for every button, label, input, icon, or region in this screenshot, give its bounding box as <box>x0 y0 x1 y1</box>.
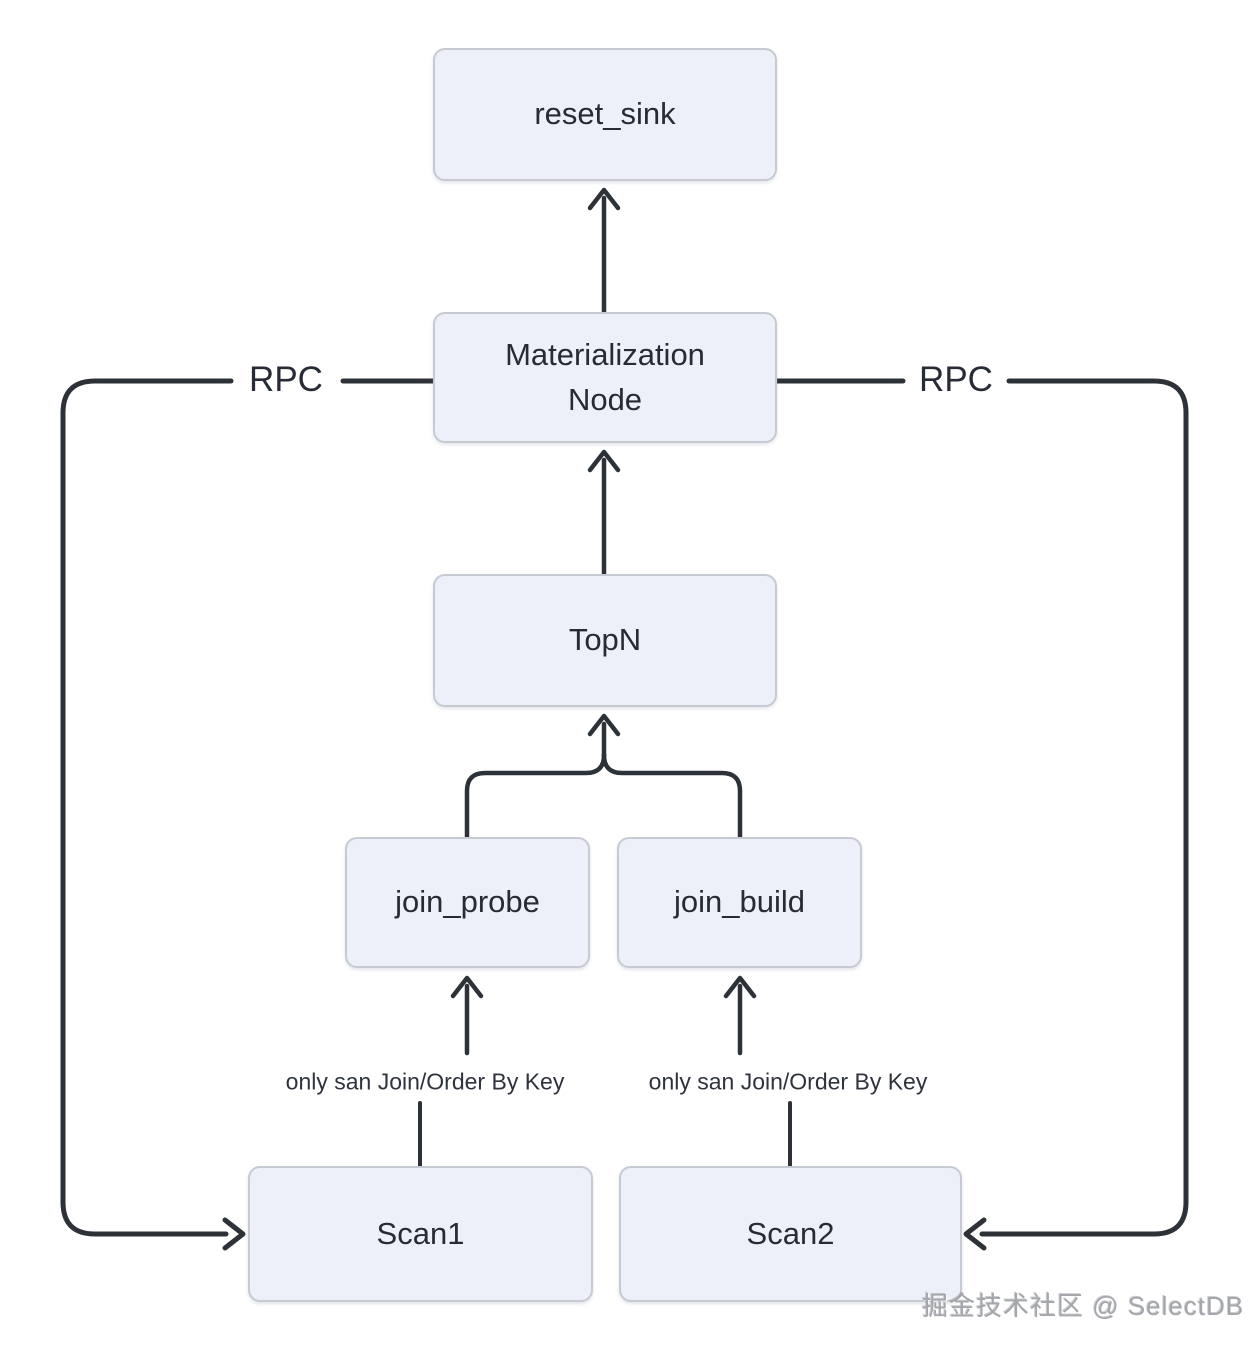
arrowhead-topn-icon <box>587 713 621 737</box>
edge-label-scan2-to-join-build: only san Join/Order By Key <box>648 1068 928 1095</box>
edge-branch-join-build <box>601 752 743 840</box>
node-materialization: Materialization Node <box>433 312 777 443</box>
node-scan2: Scan2 <box>619 1166 962 1302</box>
arrowhead-reset-sink-icon <box>587 187 621 211</box>
node-reset-sink: reset_sink <box>433 48 777 181</box>
arrowhead-materialization-icon <box>587 449 621 473</box>
node-topn: TopN <box>433 574 777 707</box>
edge-rpc-right-loop <box>979 378 1189 1237</box>
rpc-label-right: RPC <box>919 360 993 399</box>
rpc-label-left: RPC <box>249 360 323 399</box>
node-join-probe: join_probe <box>345 837 590 968</box>
node-scan1: Scan1 <box>248 1166 593 1302</box>
edge-branch-join-probe <box>464 752 607 840</box>
edge-label-scan1-to-join-probe: only san Join/Order By Key <box>285 1068 565 1095</box>
watermark: 掘金技术社区 @ SelectDB <box>922 1291 1245 1321</box>
edge-rpc-left-loop <box>60 378 234 1237</box>
arrowhead-join-probe-icon <box>450 975 484 999</box>
node-join-build: join_build <box>617 837 862 968</box>
arrowhead-scan2-icon <box>963 1217 987 1251</box>
arrowhead-scan1-icon <box>222 1217 246 1251</box>
arrowhead-join-build-icon <box>723 975 757 999</box>
